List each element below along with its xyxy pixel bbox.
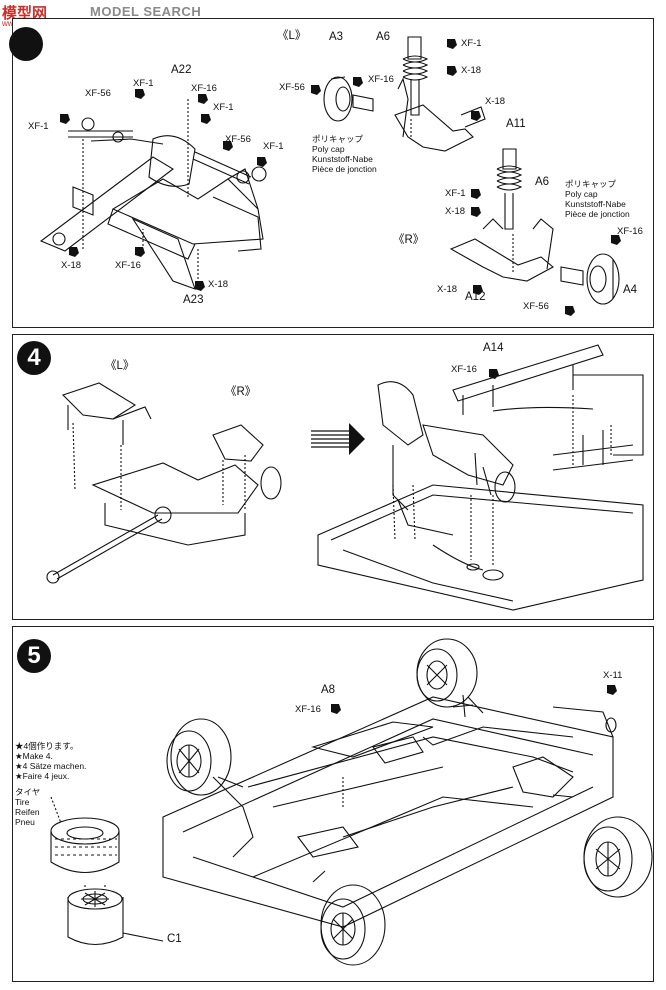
- part-label-a14: A14: [483, 342, 504, 354]
- paint-label-x18: X-18: [445, 206, 466, 217]
- step-4-panel: 4: [12, 334, 654, 620]
- polycap-fr: Pièce de jonction: [565, 209, 630, 220]
- step-4-badge: 4: [17, 341, 51, 375]
- part-label-a11: A11: [506, 118, 526, 130]
- paint-label-xf56: XF-56: [225, 134, 251, 145]
- part-label-a22: A22: [171, 64, 192, 76]
- paint-label-xf56: XF-56: [279, 82, 305, 93]
- paint-label-x18: X-18: [461, 65, 482, 76]
- polycap-jp: ポリキャップ: [312, 134, 364, 144]
- polycap-fr: Pièce de jonction: [312, 164, 377, 175]
- watermark-title: MODEL SEARCH: [90, 4, 202, 19]
- polycap-en: Poly cap: [565, 189, 598, 200]
- paint-label-xf16: XF-16: [191, 83, 217, 94]
- paint-label-xf16: XF-16: [368, 74, 394, 85]
- paint-label-x18: X-18: [437, 284, 458, 295]
- note-de: ★4 Sätze machen.: [15, 761, 87, 772]
- tire-de: Reifen: [15, 807, 40, 818]
- paint-label-xf1: XF-1: [133, 78, 154, 89]
- paint-label-xf16: XF-16: [617, 226, 643, 237]
- paint-label-x18: X-18: [485, 96, 506, 107]
- step-5-panel: 5: [12, 626, 654, 982]
- paint-label-xf1: XF-1: [461, 38, 482, 49]
- side-label-right: 《R》: [225, 386, 257, 398]
- part-label-c1: C1: [167, 933, 182, 945]
- paint-label-xf1: XF-1: [263, 141, 284, 152]
- paint-label-xf1: XF-1: [28, 121, 49, 132]
- paint-label-x11: X-11: [603, 670, 623, 681]
- paint-label-xf16: XF-16: [295, 704, 321, 715]
- paint-label-xf56: XF-56: [85, 88, 111, 99]
- tire-en: Tire: [15, 797, 30, 808]
- note-fr: ★Faire 4 jeux.: [15, 771, 70, 782]
- note-jp: ★4個作ります。: [15, 741, 79, 751]
- paint-label-x18: X-18: [61, 260, 82, 271]
- paint-label-xf56: XF-56: [523, 301, 549, 312]
- step-3-badge: [9, 27, 43, 61]
- part-label-a6: A6: [535, 176, 550, 188]
- paint-label-xf1: XF-1: [445, 188, 466, 199]
- polycap-de: Kunststoff-Nabe: [312, 154, 373, 165]
- paint-label-xf1: XF-1: [213, 102, 234, 113]
- polycap-de: Kunststoff-Nabe: [565, 199, 626, 210]
- part-label-a4: A4: [623, 284, 638, 296]
- step-5-badge: 5: [17, 639, 51, 673]
- part-label-a3: A3: [329, 31, 344, 43]
- polycap-note-right: ポリキャップ Poly cap Kunststoff-Nabe Pièce de…: [565, 179, 630, 219]
- make-four-note: ★4個作ります。 ★Make 4. ★4 Sätze machen. ★Fair…: [15, 741, 86, 781]
- polycap-jp: ポリキャップ: [565, 179, 617, 189]
- note-en: ★Make 4.: [15, 751, 53, 762]
- polycap-en: Poly cap: [312, 144, 345, 155]
- step-4-drawing: [46, 344, 644, 611]
- watermark-logo: 模型网: [2, 5, 48, 22]
- side-label-left: 《L》: [105, 360, 135, 372]
- part-label-a23: A23: [183, 294, 204, 306]
- paint-label-x18: X-18: [208, 279, 229, 290]
- side-label-right: 《R》: [393, 234, 425, 246]
- part-label-a8: A8: [321, 684, 336, 696]
- step-3-drawing: [39, 36, 621, 316]
- tire-jp: タイヤ: [15, 787, 41, 797]
- part-label-a12: A12: [465, 291, 486, 303]
- step-3-panel: A22 A23 XF-56 XF-1 XF-1 XF-16 XF-1 XF-56…: [9, 18, 654, 328]
- part-label-a6: A6: [376, 31, 391, 43]
- tire-fr: Pneu: [15, 817, 35, 828]
- side-label-left: 《L》: [277, 30, 307, 42]
- paint-label-xf16: XF-16: [451, 364, 477, 375]
- polycap-note-left: ポリキャップ Poly cap Kunststoff-Nabe Pièce de…: [312, 134, 377, 174]
- tire-label: タイヤ Tire Reifen Pneu: [15, 787, 40, 827]
- step-5-drawing: [50, 638, 653, 966]
- paint-label-xf16: XF-16: [115, 260, 141, 271]
